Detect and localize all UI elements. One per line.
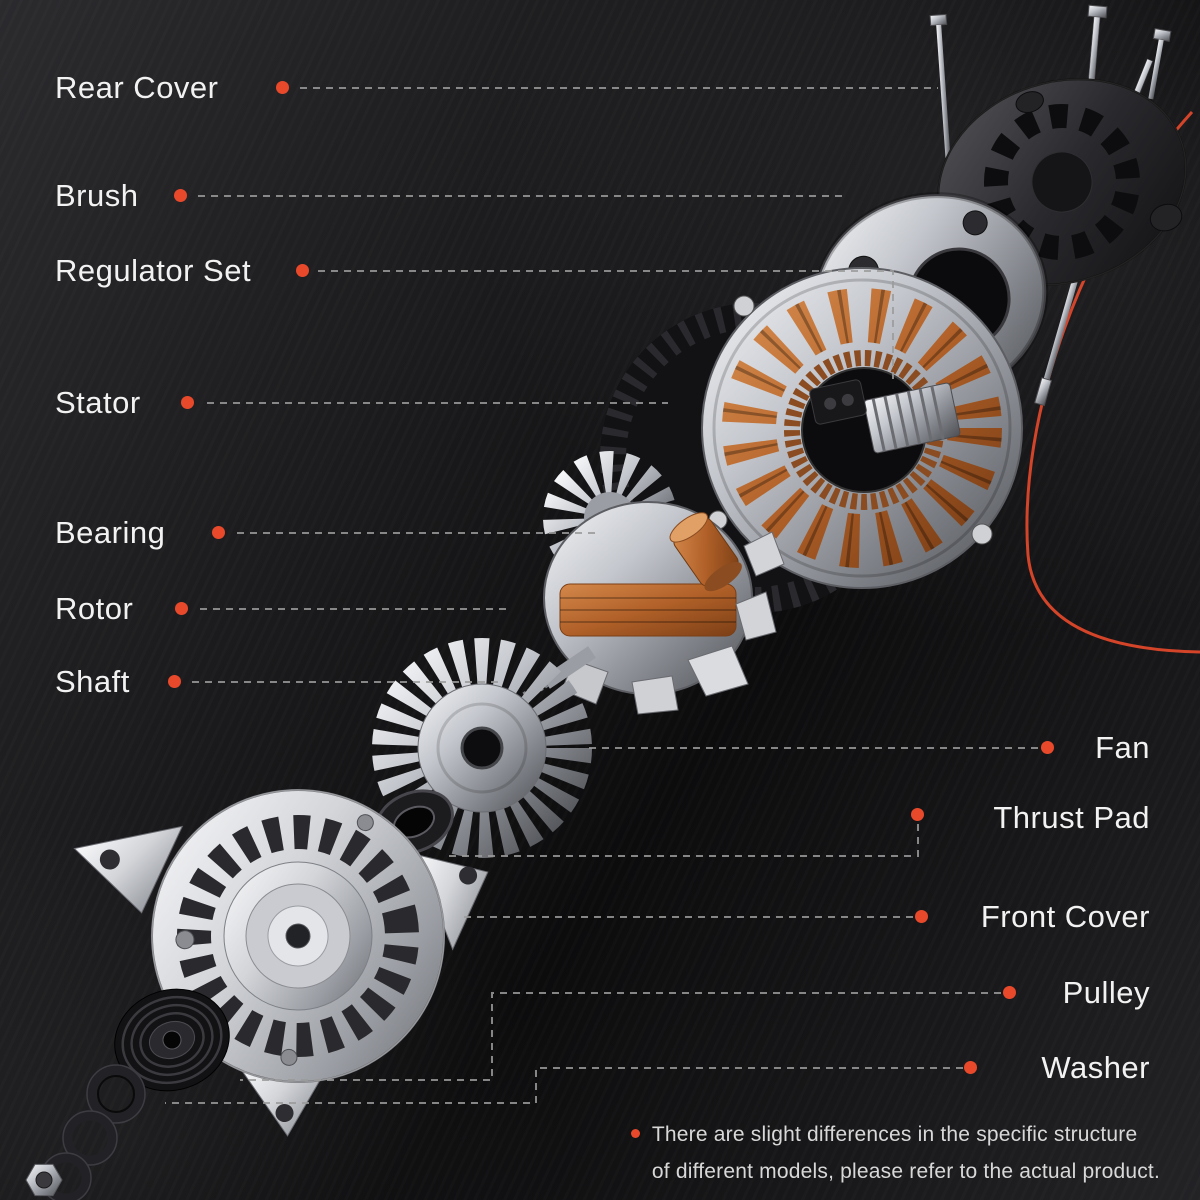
- front-cover-part: [73, 789, 489, 1137]
- brush-dot: [174, 189, 187, 202]
- label-brush: Brush: [55, 178, 139, 213]
- stator-dot: [181, 396, 194, 409]
- rotor-dot: [175, 602, 188, 615]
- fan-dot: [1041, 741, 1054, 754]
- disclaimer-text: There are slight differences in the spec…: [652, 1116, 1160, 1190]
- nut-part: [25, 1163, 63, 1197]
- leader-lines: [165, 87, 1038, 1104]
- leader-thrust-pad: [448, 824, 919, 857]
- leader-regulator-set: [318, 270, 894, 385]
- washer-dot: [964, 1061, 977, 1074]
- leader-washer: [165, 1067, 963, 1104]
- thrust-pad-dot: [911, 808, 924, 821]
- shaft-dot: [168, 675, 181, 688]
- disclaimer-line-1: There are slight differences in the spec…: [651, 1123, 1138, 1146]
- regulator-part: [863, 382, 961, 454]
- label-shaft: Shaft: [55, 664, 130, 699]
- label-thrust-pad: Thrust Pad: [993, 800, 1150, 835]
- leader-pulley: [240, 992, 1001, 1081]
- label-bearing: Bearing: [55, 515, 166, 550]
- label-front-cover: Front Cover: [980, 899, 1150, 934]
- label-washer: Washer: [1041, 1050, 1150, 1085]
- pulley-dot: [1003, 986, 1016, 999]
- front-cover-dot: [915, 910, 928, 923]
- regulator-set-dot: [296, 264, 309, 277]
- disclaimer: There are slight differences in the spec…: [630, 1116, 1160, 1190]
- disclaimer-dot: [630, 1129, 640, 1138]
- stator-part: [600, 267, 1023, 613]
- rear-cover-dot: [276, 81, 289, 94]
- bearing-dot: [212, 526, 225, 539]
- label-rear-cover: Rear Cover: [55, 70, 219, 105]
- label-fan: Fan: [1095, 730, 1150, 765]
- brush-part: [809, 379, 867, 425]
- bearing-part: [669, 512, 742, 592]
- pulley-part: [114, 988, 230, 1092]
- label-stator: Stator: [55, 385, 141, 420]
- label-rotor: Rotor: [55, 591, 134, 626]
- label-pulley: Pulley: [1062, 975, 1150, 1010]
- fan-part: [372, 638, 592, 858]
- label-regulator-set: Regulator Set: [55, 253, 252, 288]
- disclaimer-line-2: of different models, please refer to the…: [651, 1160, 1160, 1183]
